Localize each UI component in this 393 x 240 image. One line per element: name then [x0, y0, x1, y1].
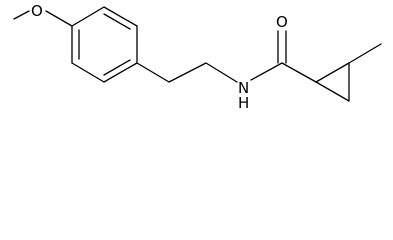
bond-carbonyl-cyclopropane — [281, 62, 317, 83]
carbonyl-oxygen-label: O — [276, 13, 288, 31]
amide-hydrogen-label: H — [238, 94, 249, 112]
ring-double-bond-inner-2 — [103, 59, 131, 76]
ring-bond-2 — [103, 6, 138, 27]
amide-nitrogen-label: N — [238, 79, 249, 97]
cyclopropane-bond-3 — [315, 81, 350, 102]
ring-bond-5 — [71, 62, 105, 83]
ether-oxygen-label: O — [31, 2, 43, 20]
ring-bond-4 — [103, 62, 138, 83]
bond-cyclopropane-methyl — [348, 43, 382, 64]
bond-ch2-ch2 — [168, 62, 207, 83]
bond-ring-ch2 — [136, 62, 170, 83]
bond-methoxy-methyl — [13, 10, 30, 20]
ring-bond-1 — [71, 6, 105, 27]
bond-oxygen-ring — [45, 10, 73, 27]
bond-nitrogen-carbonyl — [250, 62, 283, 81]
cyclopropane-bond-1 — [315, 62, 350, 83]
ring-double-bond-inner-1 — [103, 13, 131, 30]
bond-ch2-nitrogen — [205, 62, 238, 83]
chemical-structure-diagram: O O N H — [13, 2, 382, 112]
